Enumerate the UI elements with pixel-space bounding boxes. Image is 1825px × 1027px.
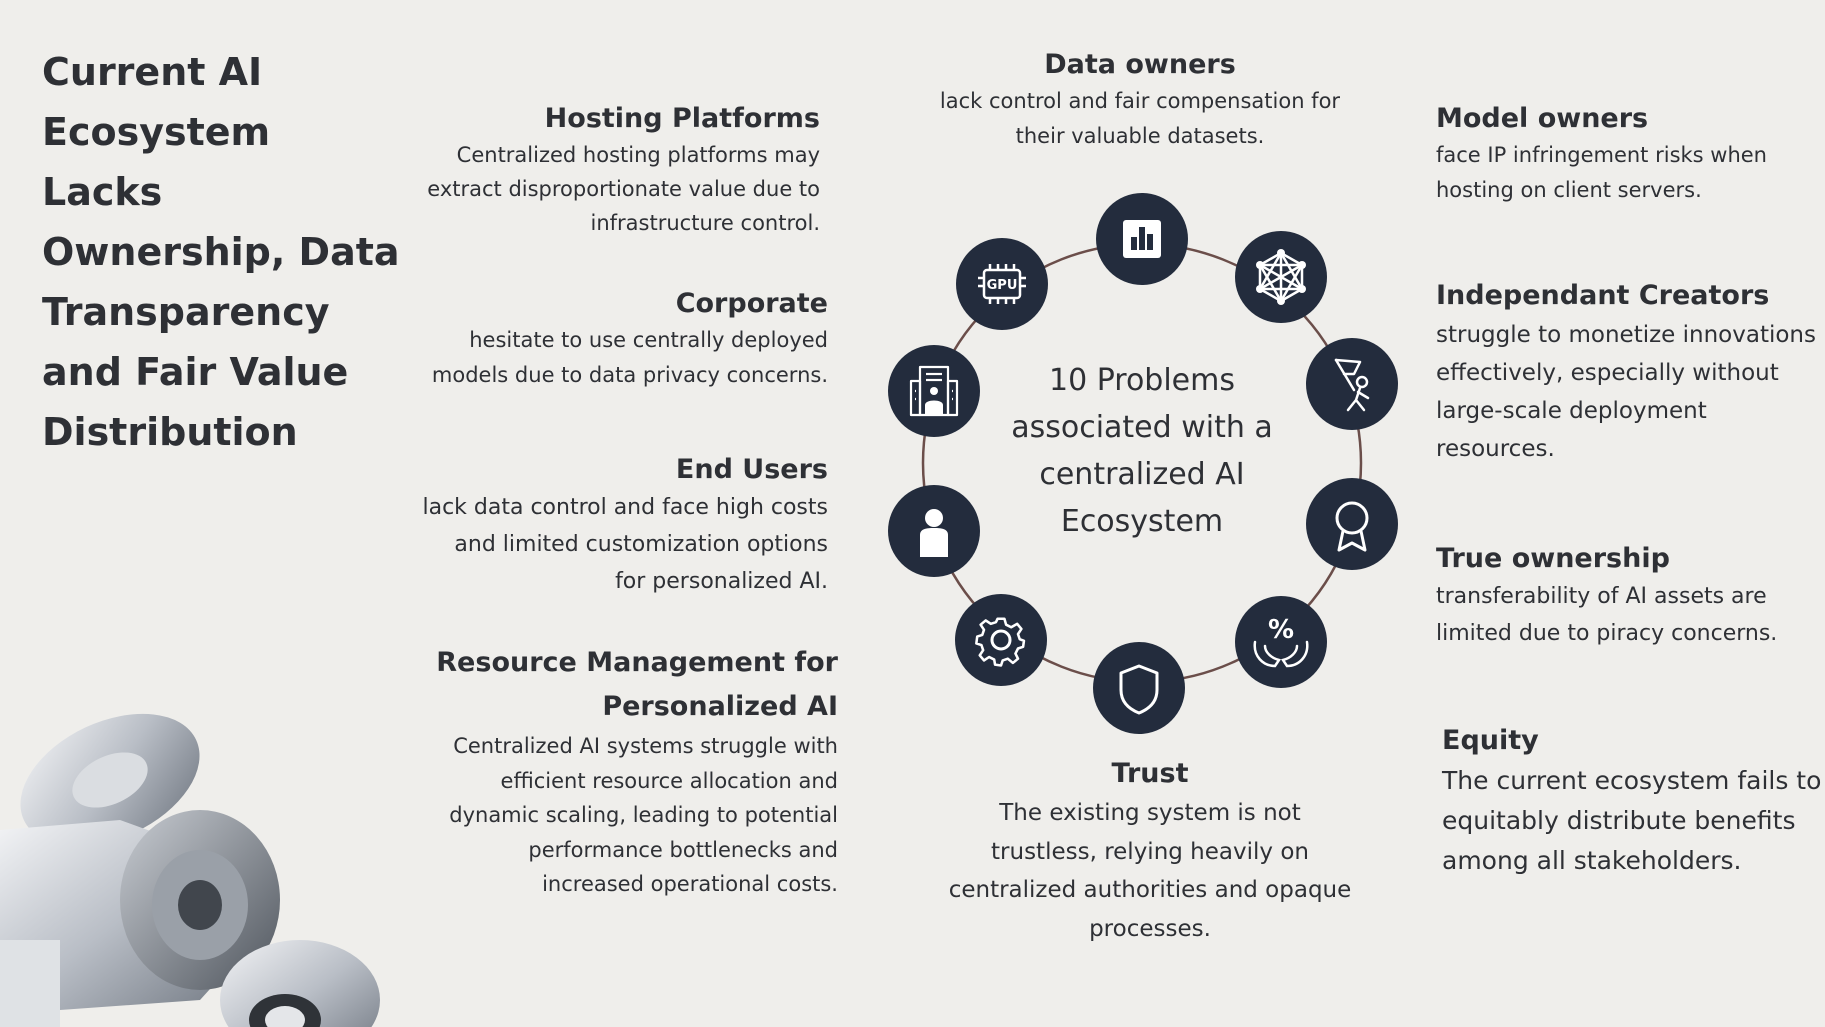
heading: Resource Management for Personalized AI: [436, 647, 838, 722]
description: face IP infringement risks when hosting …: [1436, 143, 1767, 202]
problem-corporate: Corporate hesitate to use centrally depl…: [420, 285, 828, 393]
gear-front: [0, 810, 280, 1010]
problem-equity: Equity The current ecosystem fails to eq…: [1442, 721, 1822, 881]
shield-icon: [1093, 642, 1185, 734]
description: hesitate to use centrally deployed model…: [431, 328, 828, 387]
percent-hands-icon: %: [1235, 596, 1327, 688]
heading: Trust: [1111, 758, 1189, 789]
problem-end-users: End Users lack data control and face hig…: [420, 451, 828, 600]
heading: Independant Creators: [1436, 280, 1770, 311]
gpu-label: GPU: [987, 278, 1018, 293]
heading: Equity: [1442, 725, 1539, 756]
description: transferability of AI assets are limited…: [1436, 584, 1778, 646]
bar-chart-icon: [1096, 193, 1188, 285]
shaft: [0, 940, 60, 1027]
description: The existing system is not trustless, re…: [948, 800, 1352, 942]
heading: Corporate: [675, 288, 828, 319]
description: Centralized AI systems struggle with eff…: [449, 734, 838, 896]
center-label: 10 Problems associated with a centralize…: [1011, 363, 1273, 539]
problem-hosting-platforms: Hosting Platforms Centralized hosting pl…: [420, 100, 820, 240]
description: Centralized hosting platforms may extrac…: [427, 143, 820, 235]
heading: Model owners: [1436, 103, 1649, 134]
page-title: Current AI Ecosystem Lacks Ownership, Da…: [42, 50, 400, 454]
gear-icon: [955, 594, 1047, 686]
flag-climber-icon: [1306, 338, 1398, 430]
gear-back: [20, 713, 200, 847]
description: lack control and fair compensation for t…: [939, 89, 1341, 148]
award-ribbon-icon: [1306, 478, 1398, 570]
description: lack data control and face high costs an…: [422, 495, 828, 594]
heading: End Users: [675, 454, 828, 485]
problem-model-owners: Model owners face IP infringement risks …: [1436, 100, 1816, 207]
gears-illustration: [0, 713, 380, 1027]
problem-true-ownership: True ownership transferability of AI ass…: [1436, 539, 1816, 652]
svg-text:%: %: [1268, 615, 1294, 645]
description: The current ecosystem fails to equitably…: [1442, 766, 1822, 875]
description: struggle to monetize innovations effecti…: [1436, 322, 1816, 462]
problem-independent-creators: Independant Creators struggle to monetiz…: [1436, 276, 1816, 468]
heading: Hosting Platforms: [544, 103, 820, 134]
gear-bottom: [220, 940, 380, 1027]
problem-data-owners: Data owners lack control and fair compen…: [915, 46, 1365, 154]
problem-resource-management: Resource Management for Personalized AI …: [420, 641, 838, 902]
network-icon: [1235, 231, 1327, 323]
heading: True ownership: [1436, 543, 1670, 574]
gpu-chip-icon: GPU: [956, 238, 1048, 330]
corporate-building-icon: [888, 345, 980, 437]
problem-trust: Trust The existing system is not trustle…: [945, 754, 1355, 948]
user-icon: [888, 485, 980, 577]
heading: Data owners: [1044, 49, 1236, 80]
